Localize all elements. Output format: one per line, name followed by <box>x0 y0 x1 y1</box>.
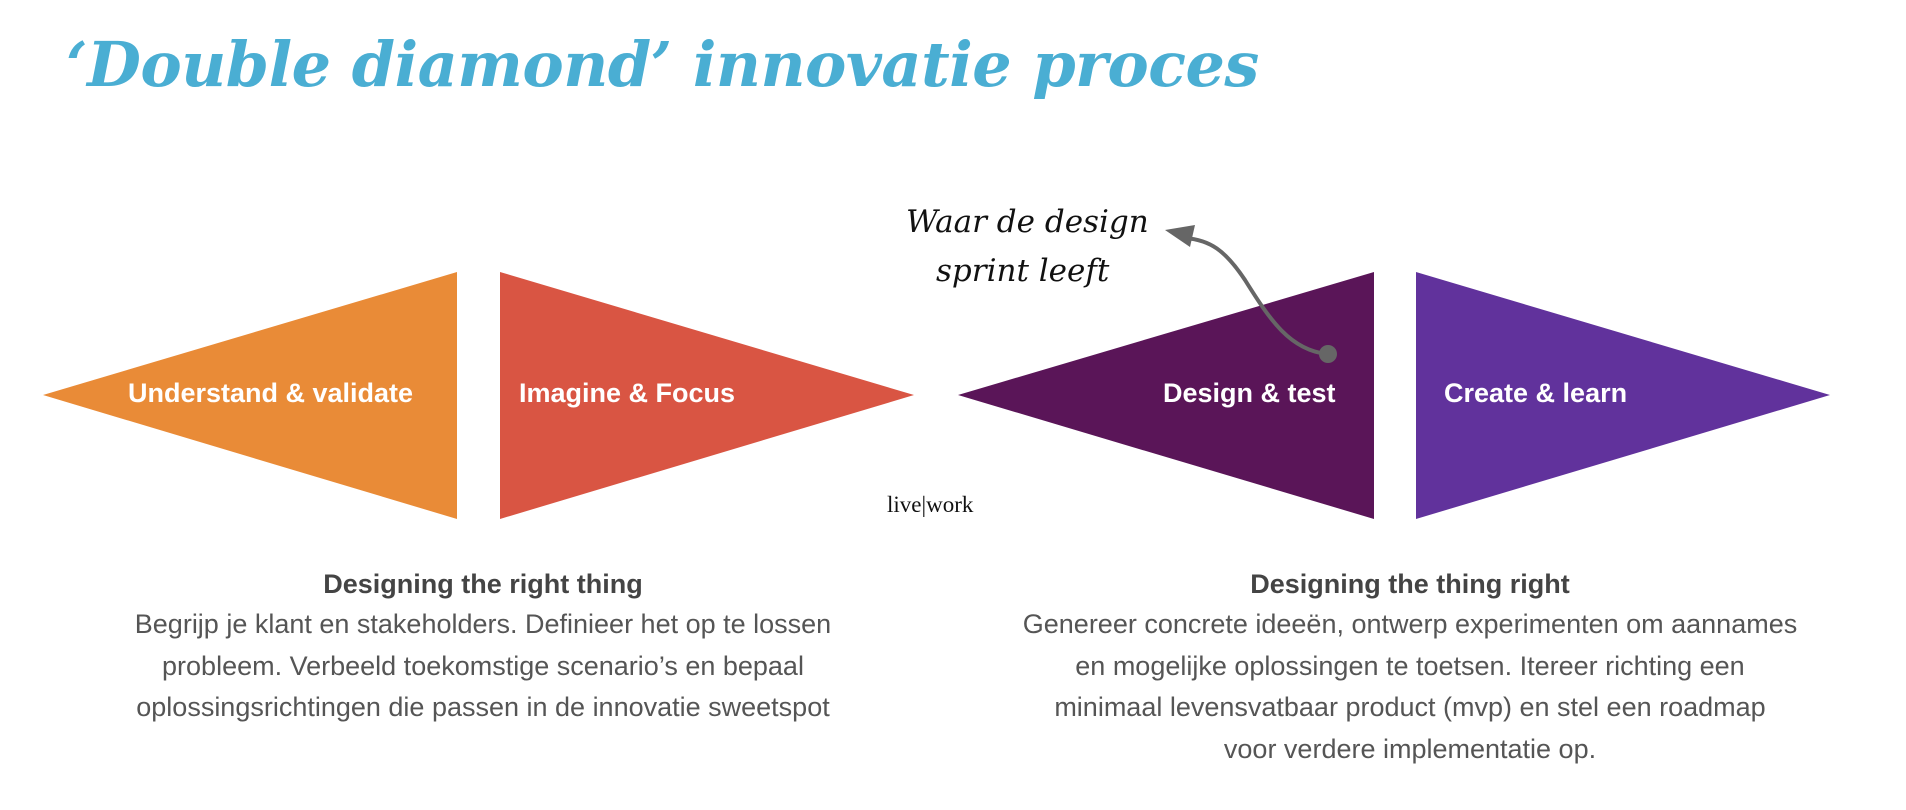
page-title: ‘Double diamond’ innovatie proces <box>66 28 1259 101</box>
phase-label-understand: Understand & validate <box>128 378 414 408</box>
annotation-line-2: sprint leeft <box>936 253 1110 289</box>
phase-label-create: Create & learn <box>1444 378 1628 408</box>
right-line: Genereer concrete ideeën, ontwerp experi… <box>1022 609 1798 639</box>
right-heading: Designing the thing right <box>1250 569 1570 599</box>
annotation-line-1: Waar de design <box>906 204 1149 240</box>
left-description: Designing the right thing Begrijp je kla… <box>60 564 906 729</box>
design-triangle <box>958 272 1374 519</box>
phase-label-imagine: Imagine & Focus <box>519 378 736 408</box>
understand-triangle <box>43 272 457 519</box>
left-line: probleem. Verbeeld toekomstige scenario’… <box>162 650 804 681</box>
arrowhead-icon <box>1165 225 1195 247</box>
imagine-triangle <box>500 272 914 519</box>
left-heading: Designing the right thing <box>323 569 643 599</box>
left-line: Begrijp je klant en stakeholders. Defini… <box>134 609 832 639</box>
right-line: minimaal levensvatbaar product (mvp) en … <box>1054 692 1766 722</box>
phase-label-design: Design & test <box>1163 378 1336 408</box>
curved-arrow-icon <box>1184 236 1328 356</box>
livework-logo: live|work <box>887 492 974 517</box>
left-line: oplossingsrichtingen die passen in de in… <box>136 692 830 722</box>
right-description: Designing the thing right Genereer concr… <box>960 564 1860 770</box>
right-line: voor verdere implementatie op. <box>1223 733 1597 764</box>
arrow-dot-icon <box>1319 345 1337 363</box>
create-triangle <box>1416 272 1830 519</box>
right-line: en mogelijke oplossingen te toetsen. Ite… <box>1075 650 1745 681</box>
